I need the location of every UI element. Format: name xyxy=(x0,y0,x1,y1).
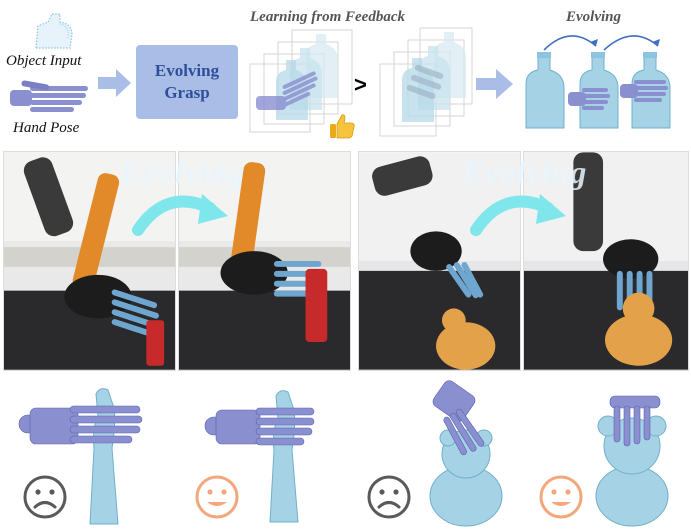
feedback-stack-bad xyxy=(379,27,473,137)
evolving-title: Evolving xyxy=(566,9,621,25)
hand-pose-label: Hand Pose xyxy=(13,120,80,136)
evolving-grasp-box: Evolving Grasp xyxy=(136,45,238,119)
sim-plush-good-grasp xyxy=(595,395,669,527)
evolving-bottle-3 xyxy=(620,52,671,129)
evolving-bottle-2 xyxy=(568,52,619,129)
robot-photo-bottle-before xyxy=(3,151,176,371)
sim-bottle-bad-grasp xyxy=(18,388,143,525)
happy-face-icon xyxy=(195,475,239,519)
comparison-greater-than: > xyxy=(354,72,367,97)
robot-photo-bottle-after xyxy=(178,151,351,371)
hand-pose-icon xyxy=(10,80,88,112)
object-input-label: Object Input xyxy=(6,53,82,69)
happy-face-icon xyxy=(539,475,583,519)
robot-photo-plush-after xyxy=(523,151,689,371)
robot-photo-plush-before xyxy=(358,151,521,371)
learning-from-feedback-title: Learning from Feedback xyxy=(250,9,405,25)
teal-evolve-arrow-right xyxy=(470,194,566,236)
thumbs-up-icon xyxy=(330,114,355,139)
evolve-arrow xyxy=(476,69,513,99)
evolving-overlay-right: Evolving xyxy=(462,154,588,190)
evolving-bottle-1 xyxy=(525,52,565,129)
object-input-bottle-icon xyxy=(35,13,73,49)
input-arrow xyxy=(98,69,131,97)
sim-plush-bad-grasp xyxy=(429,380,503,527)
sad-face-icon xyxy=(23,475,67,519)
sad-face-icon xyxy=(367,475,411,519)
feedback-stack-good xyxy=(249,29,353,133)
evolving-curved-arrows xyxy=(543,35,660,51)
teal-evolve-arrow-left xyxy=(132,194,228,236)
evolving-overlay-left: Evolving xyxy=(120,154,246,190)
sim-bottle-good-grasp xyxy=(204,390,315,523)
